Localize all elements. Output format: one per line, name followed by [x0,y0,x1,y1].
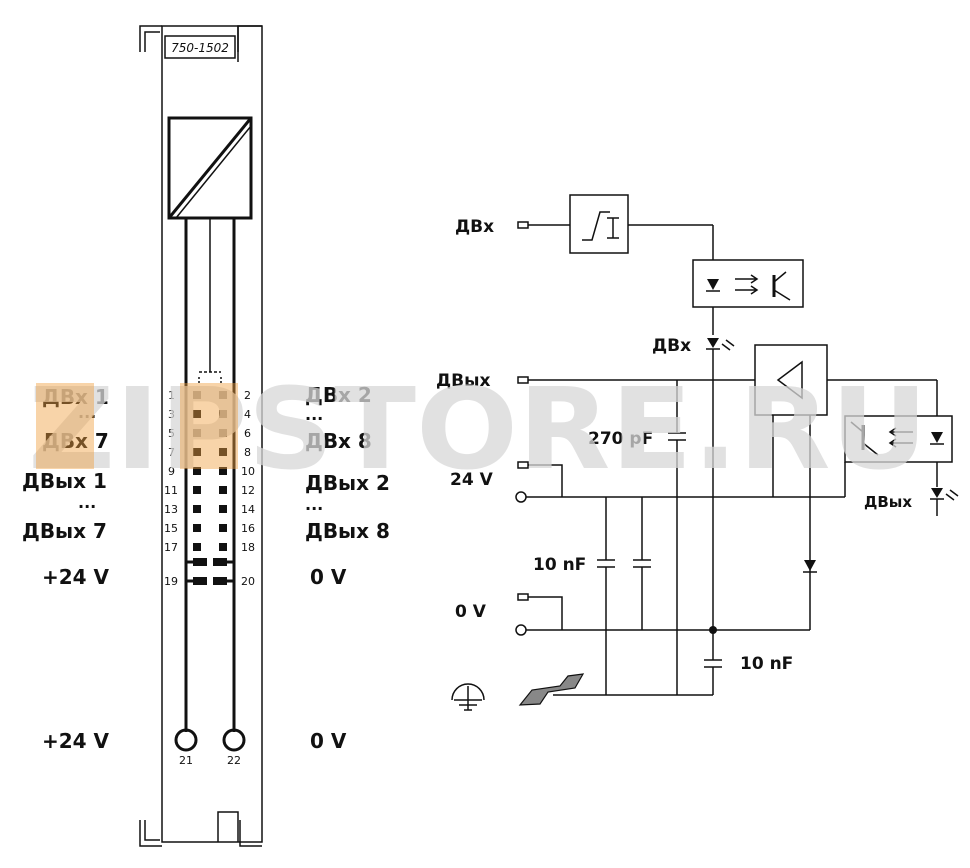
cap-270pf-label: 270 pF [588,429,653,449]
left-terminal-labels: ДВх 1 ... ДВх 7 ДВых 1 ... ДВых 7 +24 V … [22,385,110,753]
pin-number: 7 [168,446,175,459]
pin-number: 18 [241,541,255,554]
pin-number: 5 [168,427,175,440]
pin-number: 9 [168,465,175,478]
label-0v-schematic: 0 V [455,602,487,622]
pad [193,486,201,494]
schematic: ДВх ДВх ДВых 270 pF [436,194,959,711]
label-24v: 24 V [450,470,494,490]
pin-number: 15 [164,522,178,535]
optocoupler-output [844,415,953,463]
pad [193,410,201,418]
label-din1: ДВх 1 [42,385,109,409]
watermark: ZIPSTORE.RU [28,365,928,495]
din-rail-icon [518,673,585,706]
label-din7: ДВх 7 [42,429,109,453]
pad [219,410,227,418]
pin-number: 2 [244,389,251,402]
pin-number: 1 [168,389,175,402]
label-dout8: ДВых 8 [305,519,390,543]
pad [193,577,207,585]
label-din8: ДВх 8 [305,429,372,453]
cap-10nf-label-2: 10 nF [740,654,793,674]
label-ellipsis: ... [78,403,96,422]
pad [193,448,201,456]
label-dout2: ДВых 2 [305,471,390,495]
watermark-text: ZIPSTORE.RU [28,365,928,495]
pad [193,543,201,551]
cap-10nf-label: 10 nF [533,555,586,575]
terminal-pad-grid [193,391,227,585]
label-ellipsis: ... [305,495,323,514]
pin-number: 17 [164,541,178,554]
pin-number: 13 [164,503,178,516]
pin-number: 22 [227,754,241,767]
pad [193,524,201,532]
schematic-dout-led-label: ДВых [864,493,912,511]
label-ellipsis: ... [305,405,323,424]
terminal-22 [222,728,246,752]
watermark-accent [180,383,238,469]
pad [193,467,201,475]
pad [219,429,227,437]
label-ellipsis: ... [78,493,96,512]
pin-number: 10 [241,465,255,478]
earth-ground-icon [451,683,485,711]
right-terminal-labels: ДВх 2 ... ДВх 8 ДВых 2 ... ДВых 8 0 V 0 … [305,383,390,753]
pin-number: 4 [244,408,251,421]
pin-number: 16 [241,522,255,535]
pin-number: 12 [241,484,255,497]
pad [213,558,227,566]
optocoupler-input [692,259,804,308]
model-label: 750-1502 [171,41,229,55]
pin-number: 3 [168,408,175,421]
pad [219,543,227,551]
pad [213,577,227,585]
pin-number: 11 [164,484,178,497]
filter-block [569,194,629,254]
pad [193,429,201,437]
pad [193,558,207,566]
model-label-box [164,35,236,59]
terminal-21 [174,728,198,752]
schematic-din-label: ДВх [455,217,494,237]
pin-number: 19 [164,575,178,588]
pad [219,467,227,475]
pin-numbers: 1 2 3 4 5 6 7 8 9 10 11 12 13 14 15 16 1… [164,389,255,767]
label-0v-terminal: 0 V [310,729,347,753]
pad [219,391,227,399]
pad [219,486,227,494]
label-plus24v-terminal: +24 V [42,729,110,753]
pin-number: 20 [241,575,255,588]
pad [219,505,227,513]
pad [219,524,227,532]
schematic-dout-label: ДВых [436,371,490,391]
label-dout1: ДВых 1 [22,469,107,493]
schematic-din-led-label: ДВх [652,336,691,356]
label-dout7: ДВых 7 [22,519,107,543]
pin-number: 8 [244,446,251,459]
pad [219,448,227,456]
pad [193,505,201,513]
label-plus24v: +24 V [42,565,110,589]
pin-number: 14 [241,503,255,516]
pad [193,391,201,399]
pin-number: 6 [244,427,251,440]
watermark-accent [36,383,94,469]
label-din2: ДВх 2 [305,383,372,407]
pin-number: 21 [179,754,193,767]
label-0v: 0 V [310,565,347,589]
